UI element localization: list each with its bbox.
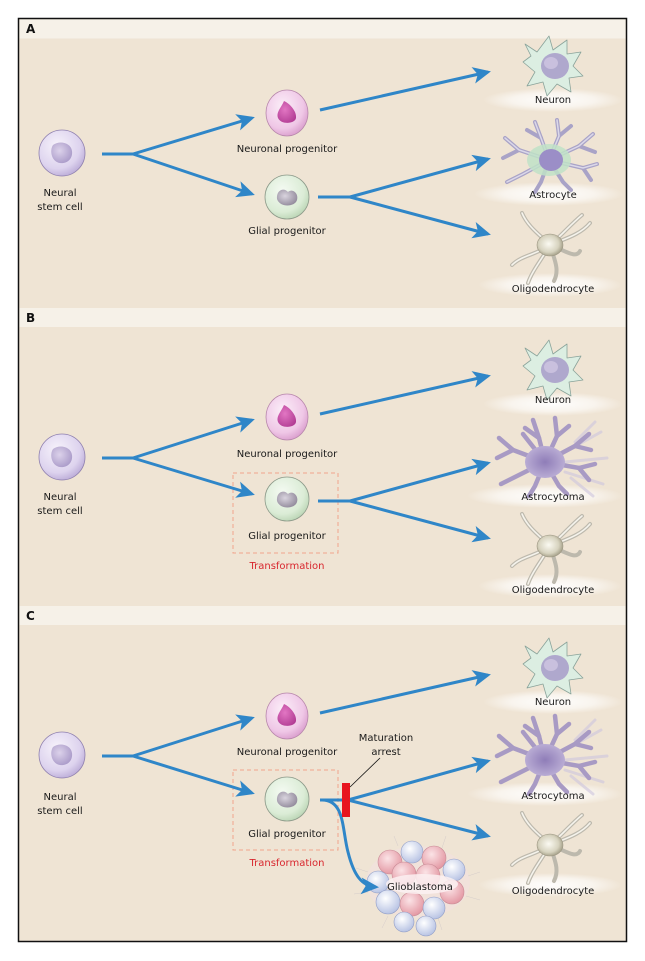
arrow-to-glioblastoma (321, 798, 379, 895)
stem-cell-label-line2: stem cell (37, 202, 82, 213)
stem-cell-label-line1: Neural (44, 188, 77, 199)
neuronal-progenitor-label: Neuronal progenitor (237, 449, 338, 460)
neuron-label: Neuron (535, 697, 571, 708)
maturation-arrest-pointer (349, 757, 381, 788)
arrow-to-neuronal-progenitor (132, 114, 255, 156)
arrow-to-neuron (319, 371, 491, 416)
arrow-to-astrocytoma (349, 458, 491, 503)
panel-b-header (19, 308, 626, 327)
neuronal-progenitor-label: Neuronal progenitor (237, 144, 338, 155)
stem-cell-label-line2: stem cell (37, 806, 82, 817)
neuronal-progenitor-icon (265, 393, 309, 441)
astrocytoma-label: Astrocytoma (521, 791, 584, 802)
transformation-box (232, 769, 339, 851)
arrow-to-glial-progenitor (132, 754, 255, 797)
neuron-label: Neuron (535, 395, 571, 406)
oligodendrocyte-label: Oligodendrocyte (512, 585, 595, 596)
arrow-to-astrocytoma (347, 756, 491, 802)
arrow-to-oligodendrocyte (347, 798, 491, 841)
glial-progenitor-label: Glial progenitor (248, 829, 326, 840)
arrow-to-oligodendrocyte (349, 499, 491, 543)
panel-a: A Neural stem cell Neuronal progenitor G… (19, 19, 626, 299)
panel-c-letter: C (26, 609, 35, 623)
maturation-arrest-bar (342, 783, 350, 817)
astrocyte-label: Astrocyte (529, 190, 576, 201)
panel-c-arrows (102, 670, 491, 895)
arrow-to-neuronal-progenitor (132, 416, 255, 460)
panel-b-letter: B (26, 311, 35, 325)
astrocytoma-label: Astrocytoma (521, 492, 584, 503)
neuronal-progenitor-icon (265, 692, 309, 740)
arrow-to-glial-progenitor (132, 152, 255, 198)
arrow-to-glial-progenitor (132, 456, 255, 498)
glial-progenitor-icon (264, 174, 310, 220)
maturation-arrest-label-line1: Maturation (359, 733, 413, 744)
oligodendrocyte-label: Oligodendrocyte (512, 886, 595, 897)
panel-a-header (19, 19, 626, 39)
transformation-label: Transformation (248, 561, 324, 572)
panel-a-arrows (102, 67, 491, 239)
glial-progenitor-label: Glial progenitor (248, 226, 326, 237)
arrow-to-neuronal-progenitor (132, 714, 255, 758)
neuronal-progenitor-label: Neuronal progenitor (237, 747, 338, 758)
maturation-arrest-label-line2: arrest (371, 747, 400, 758)
arrow-to-oligodendrocyte (349, 195, 491, 239)
transformation-label: Transformation (248, 858, 324, 869)
panel-c: C Maturation arrest Neural stem cell Neu… (19, 606, 626, 937)
neuronal-progenitor-icon (265, 89, 309, 137)
panel-b: B Neural stem cell Neuronal progenitor G… (19, 308, 626, 600)
stem-cell-label-line1: Neural (44, 792, 77, 803)
stem-cell-label-line2: stem cell (37, 506, 82, 517)
neural-stem-cell-icon (38, 129, 86, 177)
glial-progenitor-label: Glial progenitor (248, 531, 326, 542)
panel-a-letter: A (26, 22, 36, 36)
neural-stem-cell-icon (38, 731, 86, 779)
glial-progenitor-icon (264, 776, 310, 822)
panel-c-header (19, 606, 626, 625)
oligodendrocyte-label: Oligodendrocyte (512, 284, 595, 295)
glial-progenitor-icon (264, 476, 310, 522)
glioblastoma-label: Glioblastoma (387, 882, 453, 893)
stem-cell-label-line1: Neural (44, 492, 77, 503)
arrow-to-neuron (319, 670, 491, 715)
neural-stem-cell-icon (38, 433, 86, 481)
transformation-box (232, 472, 339, 554)
arrow-to-astrocyte (349, 154, 491, 199)
arrow-to-neuron (319, 67, 491, 112)
panel-b-arrows (102, 371, 491, 543)
neuron-label: Neuron (535, 95, 571, 106)
